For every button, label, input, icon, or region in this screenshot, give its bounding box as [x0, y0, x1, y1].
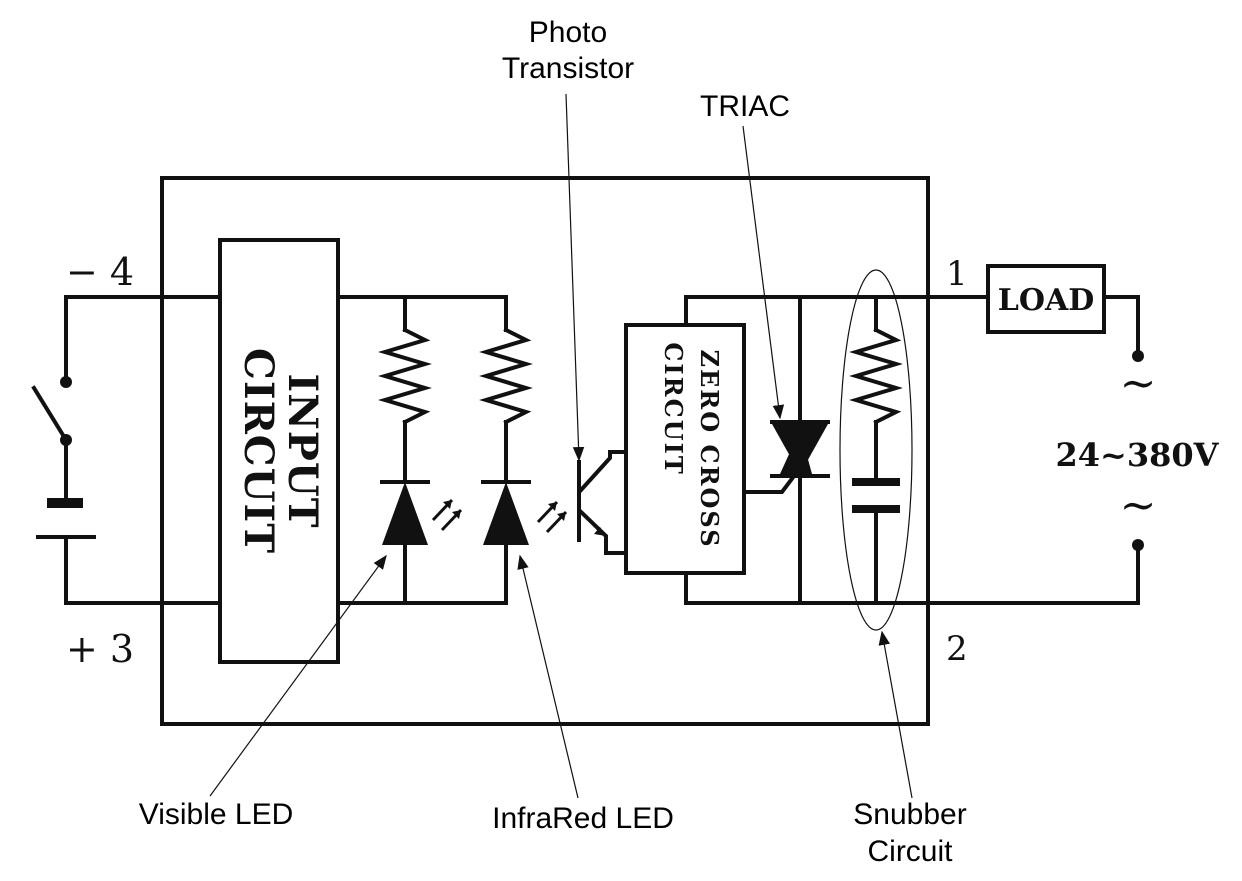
battery-short-plate: [47, 498, 83, 508]
load-to-source-wire: [1102, 295, 1140, 357]
relay-housing: [160, 176, 930, 726]
zero-cross-label-line1: ZERO CROSS: [695, 349, 724, 548]
infrared-led-diode: [483, 482, 529, 545]
input-label-line2: CIRCUIT: [235, 348, 282, 554]
callout-visible-led: Visible LED: [139, 798, 294, 831]
infrared-led-branch: [479, 295, 568, 605]
photo-transistor-pointer: [565, 93, 585, 462]
pin-pos3: + 3: [66, 627, 134, 671]
triac: [742, 295, 830, 605]
snubber-network: [849, 295, 903, 605]
pin-neg4: − 4: [66, 250, 134, 294]
pin-1: 1: [946, 254, 968, 294]
visible-led-diode: [382, 482, 428, 545]
infrared-led-emission-icon: [536, 500, 568, 534]
ac-terminal-top: [1132, 350, 1144, 362]
zero-cross-label: ZERO CROSS CIRCUIT: [659, 342, 724, 548]
callout-infrared-led: InfraRed LED: [492, 802, 674, 835]
photo-transistor-emitter: [578, 509, 628, 555]
callout-snubber-line2: Circuit: [867, 835, 953, 868]
input-circuit-label: INPUT CIRCUIT: [235, 348, 326, 554]
visible-led-branch: [378, 295, 463, 605]
snubber-capacitor-plate-top: [852, 478, 900, 486]
photo-transistor-collector: [578, 450, 628, 493]
callout-snubber-line1: Snubber: [853, 798, 966, 831]
visible-led-resistor: [378, 327, 432, 425]
load-label: LOAD: [998, 283, 1095, 318]
output-top-rail: [684, 295, 990, 327]
input-label-line1: INPUT: [279, 374, 326, 529]
neg-input-wire: [64, 295, 222, 384]
photo-transistor-emitter-arrow: [594, 527, 606, 536]
snubber-pointer: [878, 630, 913, 799]
snubber-highlight-ellipse: [839, 269, 913, 631]
switch-lever: [31, 385, 69, 443]
switch-contact-top: [60, 376, 72, 388]
callout-photo-transistor-line1: Photo: [529, 16, 607, 49]
ac-tilde-bottom: ~: [1120, 480, 1157, 531]
pin-2: 2: [946, 629, 968, 669]
supply-voltage: 24~380V: [1056, 436, 1220, 474]
snubber-resistor: [849, 327, 903, 425]
output-bottom-rail: [684, 543, 1140, 605]
infrared-led-pointer: [517, 554, 579, 799]
ac-terminal-bottom: [1132, 539, 1144, 551]
triac-pointer: [742, 125, 785, 420]
visible-led-pointer: [209, 554, 387, 797]
pos-input-wire: [64, 535, 222, 605]
zero-cross-label-line2: CIRCUIT: [659, 342, 688, 475]
visible-led-emission-icon: [431, 498, 463, 532]
snubber-capacitor-plate-bottom: [852, 505, 900, 513]
triac-diode-up: [780, 430, 812, 474]
callout-photo-transistor-line2: Transistor: [502, 52, 634, 85]
input-control-circuit: [31, 295, 222, 605]
photo-transistor: [577, 450, 628, 555]
triac-gate: [742, 473, 797, 494]
infrared-led-resistor: [479, 327, 533, 425]
callout-triac: TRIAC: [700, 90, 790, 123]
input-circuit-block: [218, 238, 340, 664]
ac-tilde-top: ~: [1120, 358, 1157, 409]
